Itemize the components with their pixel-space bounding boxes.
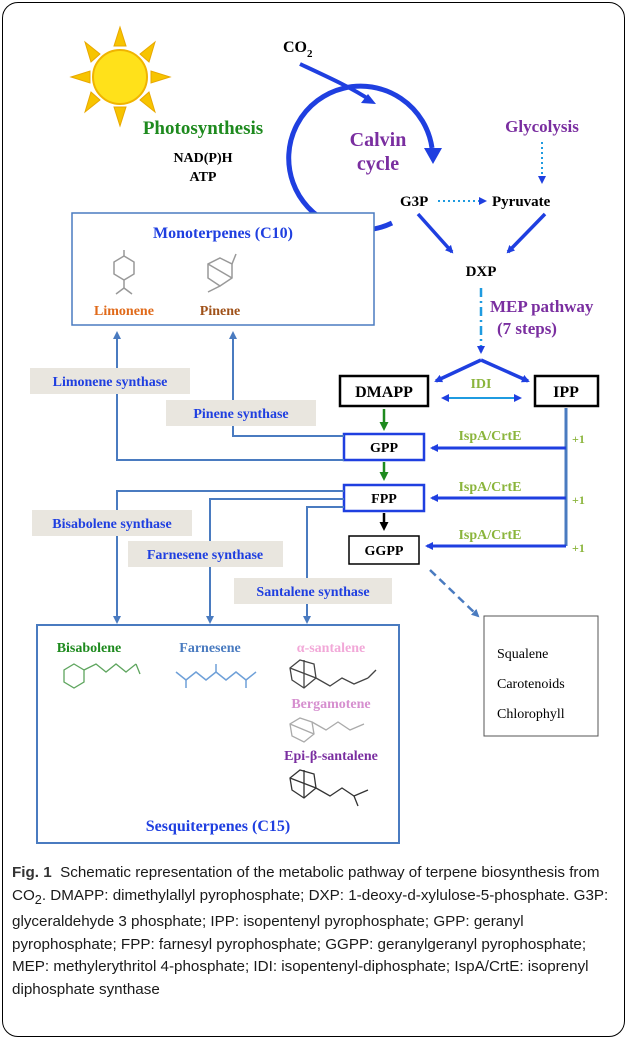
epi-santalene-label: Epi-β-santalene [284,749,378,764]
farnesene-structure [175,664,257,688]
figure-caption: Fig. 1 Schematic representation of the m… [12,862,617,1001]
bisabolene-path [113,490,344,624]
bergamotene-label: Bergamotene [291,697,370,712]
limonene-label: Limonene [94,304,154,319]
figure-label: Fig. 1 [12,864,52,881]
farnesene-path [206,498,344,624]
ipp-box [533,374,600,408]
idi-label: IDI [470,377,491,392]
g3p-label: G3P [400,194,428,210]
sun-icon [69,25,172,128]
plus-one-3: +1 [572,541,585,555]
mep-ipp-arrow [480,358,530,383]
dmapp-label: DMAPP [355,384,413,401]
monoterpenes-title: Monoterpenes (C10) [153,225,293,242]
squalene-label: Squalene [497,647,548,662]
photosynthesis-label: Photosynthesis [143,118,263,139]
pinene-structure [207,253,237,293]
ggpp-products-arrow [429,569,480,618]
co2-label: CO2 [283,39,313,60]
ipp-label: IPP [553,384,579,401]
epi-santalene-structure [289,769,369,807]
bisabolene-label: Bisabolene [57,641,122,656]
santalene-synthase-label: Santalene synthase [256,585,369,600]
ispa-label-1: IspA/CrtE [458,429,521,444]
mep-label-1: MEP pathway [490,297,594,316]
co2-arrowhead [361,94,376,104]
g3p-dxp-arrow [416,212,454,254]
gpp-label: GPP [370,441,398,456]
plus-one-2: +1 [572,493,585,507]
caption-co2-subscript: 2 [34,892,42,907]
caption-text-a: Schematic representation of the metaboli… [12,864,600,904]
farnesene-synthase-tag [128,541,283,567]
alpha-santalene-label: α-santalene [297,641,365,656]
pinene-path [229,331,344,437]
atp-label: ATP [190,170,217,185]
bisabolene-synthase-tag [32,510,192,536]
bergamotene-structure [289,717,365,743]
limonene-synthase-label: Limonene synthase [53,375,168,390]
glycolysis-label: Glycolysis [505,117,579,136]
alpha-santalene-structure [289,659,377,689]
nadph-label: NAD(P)H [173,151,232,166]
dmapp-box [338,374,430,408]
pinene-label: Pinene [200,304,240,319]
sesquiterpenes-title: Sesquiterpenes (C15) [146,818,290,835]
co2-arrow [299,62,372,102]
carotenoids-label: Carotenoids [497,677,565,692]
pinene-synthase-label: Pinene synthase [193,407,288,422]
pyruvate-label: Pyruvate [492,194,551,210]
chlorophyll-label: Chlorophyll [497,707,565,722]
santalene-path [303,506,344,624]
gpp-box [342,432,426,462]
caption-text-b: . DMAPP: dimethylallyl pyrophosphate; DX… [12,886,609,998]
other-products-box [483,615,599,737]
bisabolene-synthase-label: Bisabolene synthase [52,517,171,532]
fpp-box [342,483,426,513]
plus-one-1: +1 [572,432,585,446]
ggpp-box [348,535,420,565]
bisabolene-structure [63,663,141,689]
limonene-structure [113,250,135,295]
ispa-label-2: IspA/CrtE [458,480,521,495]
pinene-synthase-tag [166,400,316,426]
farnesene-synthase-label: Farnesene synthase [147,548,263,563]
ispa-label-3: IspA/CrtE [458,528,521,543]
farnesene-label: Farnesene [179,641,240,656]
limonene-synthase-tag [30,368,190,394]
fpp-label: FPP [371,492,397,507]
santalene-synthase-tag [234,578,392,604]
mep-dmapp-arrow [434,358,482,383]
mep-label-2: (7 steps) [497,319,557,338]
limonene-path [113,331,344,461]
ggpp-label: GGPP [365,544,404,559]
calvin-arrowhead [424,148,442,164]
sesquiterpenes-box [36,624,400,844]
pyruvate-dxp-arrow [506,212,547,254]
monoterpenes-box [71,212,375,326]
dxp-label: DXP [466,264,497,280]
